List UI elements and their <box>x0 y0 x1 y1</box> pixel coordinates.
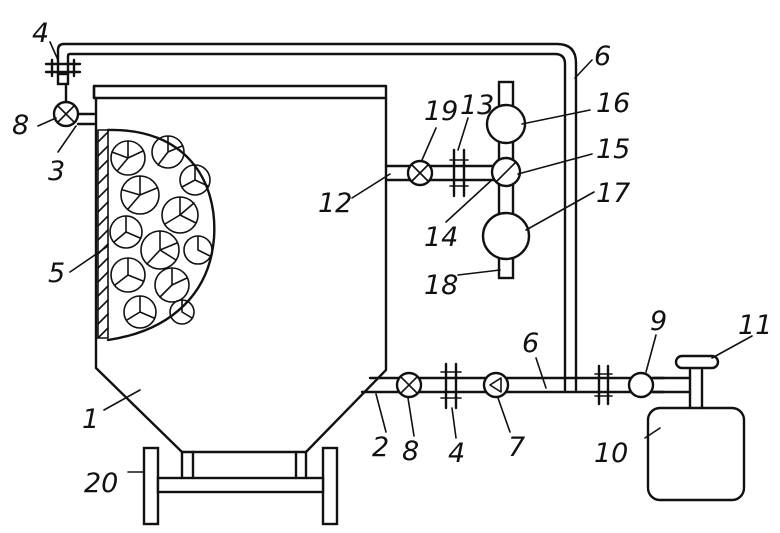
label-13: 13 <box>460 90 494 121</box>
screen-hatching <box>97 131 109 339</box>
label-1: 1 <box>82 404 99 435</box>
packing-grid <box>97 129 109 339</box>
return-line-top <box>44 42 578 392</box>
label-11: 11 <box>738 310 772 341</box>
label-6-bottom: 6 <box>522 328 539 359</box>
cap-11 <box>674 354 720 370</box>
label-8-bottom: 8 <box>402 436 419 467</box>
vessel-lid <box>92 84 388 100</box>
gauge-column <box>481 80 531 280</box>
label-9: 9 <box>650 306 667 337</box>
label-8-top: 8 <box>12 110 29 141</box>
bottom-line <box>360 362 666 410</box>
label-19: 19 <box>424 96 458 127</box>
label-14: 14 <box>424 222 458 253</box>
label-5: 5 <box>48 258 65 289</box>
label-12: 12 <box>318 188 352 219</box>
packing-screen <box>97 129 109 339</box>
gauge-17 <box>481 211 531 261</box>
label-20: 20 <box>84 468 118 499</box>
leader-lines <box>37 41 753 473</box>
valve-9 <box>627 371 655 399</box>
label-4-bottom: 4 <box>448 438 465 469</box>
label-3: 3 <box>48 156 65 187</box>
packing-material <box>106 128 216 342</box>
side-line-12 <box>384 148 498 198</box>
stand-right-foot <box>321 446 339 526</box>
number-labels: 4 8 3 5 6 12 19 13 16 15 17 14 18 1 2 8 … <box>12 18 772 499</box>
label-17: 17 <box>596 178 630 209</box>
pump-7 <box>482 371 510 399</box>
label-10: 10 <box>594 438 628 469</box>
stand <box>142 446 339 526</box>
stand-left-foot <box>142 446 160 526</box>
label-18: 18 <box>424 270 458 301</box>
stand-crossbar <box>156 476 325 494</box>
vessel-body <box>94 96 388 454</box>
tank-10 <box>646 354 746 502</box>
vessel <box>92 84 388 454</box>
label-2: 2 <box>372 432 389 463</box>
label-6-top: 6 <box>594 41 611 72</box>
label-7: 7 <box>508 432 525 463</box>
label-15: 15 <box>596 134 630 165</box>
label-4-top: 4 <box>32 18 49 49</box>
label-16: 16 <box>596 88 630 119</box>
